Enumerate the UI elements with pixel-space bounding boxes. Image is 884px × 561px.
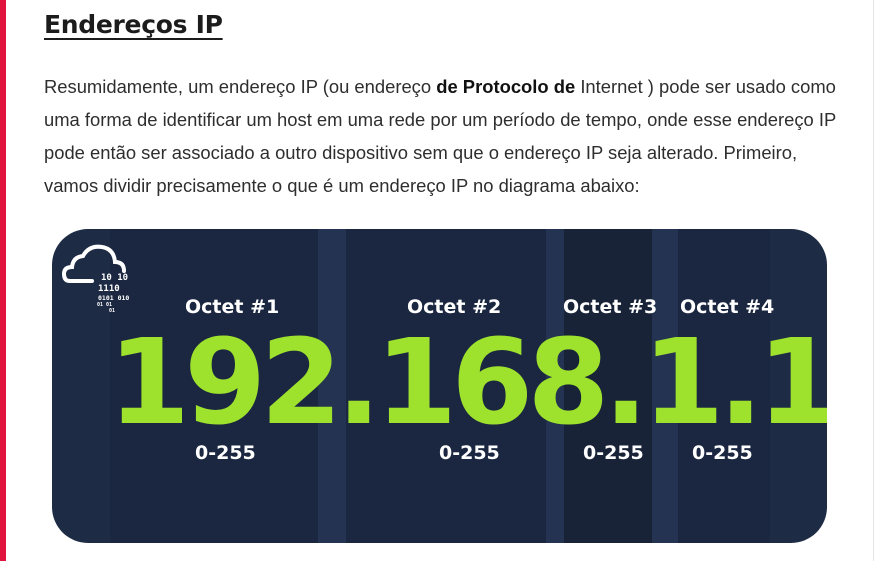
logo-binary-line: 01 01	[97, 302, 112, 308]
ip-address-value: 192.168.1.1	[108, 313, 827, 451]
logo-binary-line: 1110	[98, 284, 120, 294]
logo-binary-line: 0101 010	[98, 294, 129, 302]
logo-binary-line: 01	[109, 308, 115, 313]
paragraph-text-end: Internet ) pode ser usado como uma forma…	[44, 76, 836, 196]
logo-binary-line: 10 10	[101, 273, 128, 283]
right-border-line	[873, 0, 874, 561]
paragraph-bold-text: de Protocolo de	[436, 76, 576, 97]
ip-address-diagram: 10 10 1110 0101 010 01 01 01 Octet #1 Oc…	[52, 229, 827, 543]
intro-paragraph: Resumidamente, um endereço IP (ou endere…	[44, 70, 844, 202]
octet-1-range: 0-255	[195, 442, 256, 464]
octet-3-range: 0-255	[583, 442, 644, 464]
octet-4-range: 0-255	[692, 442, 753, 464]
octet-2-label: Octet #2	[407, 296, 502, 318]
separator-band-1	[318, 229, 346, 543]
separator-band-3	[652, 229, 678, 543]
octet-1-label: Octet #1	[185, 296, 280, 318]
section-heading: Endereços IP	[44, 10, 223, 39]
left-accent-bar	[0, 0, 6, 561]
paragraph-text-start: Resumidamente, um endereço IP (ou endere…	[44, 76, 437, 97]
separator-band-2	[546, 229, 564, 543]
cloud-binary-logo-icon: 10 10 1110 0101 010 01 01 01	[62, 244, 129, 313]
octet-2-range: 0-255	[439, 442, 500, 464]
octet-4-label: Octet #4	[680, 296, 775, 318]
octet-3-label: Octet #3	[563, 296, 658, 318]
octet-1-band	[110, 229, 318, 543]
octet-4-band	[678, 229, 770, 543]
octet-3-band	[564, 229, 652, 543]
octet-2-band	[346, 229, 546, 543]
